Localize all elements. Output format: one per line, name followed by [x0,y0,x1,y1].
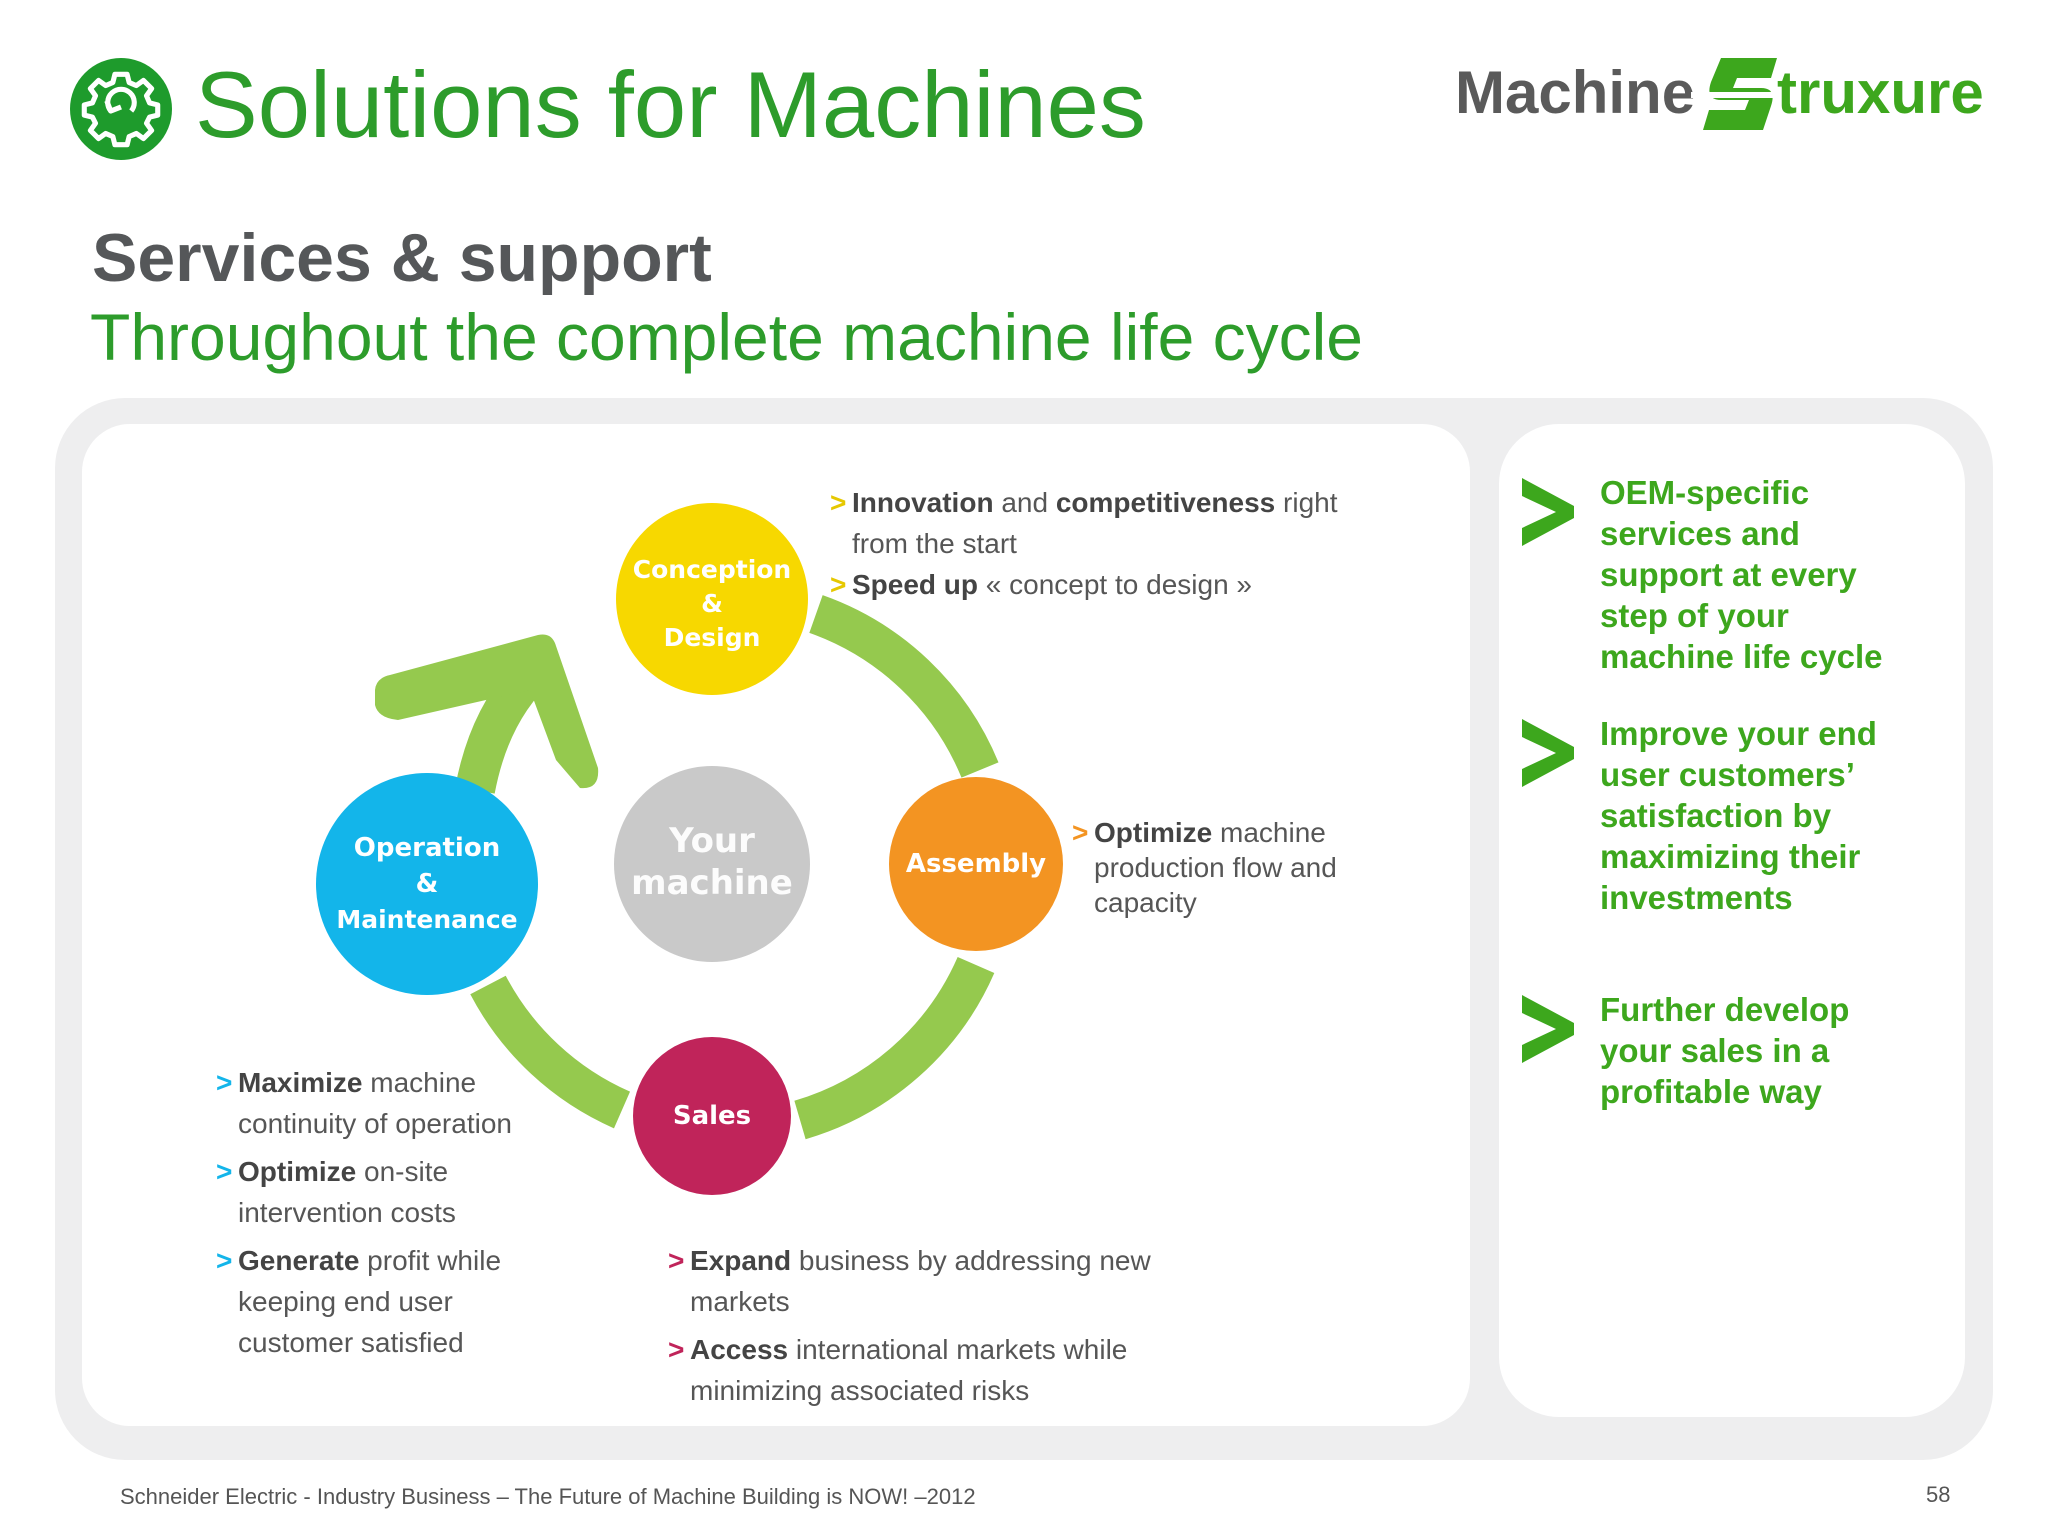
section-title: Services & support [92,220,712,296]
logo-text-truxure: truxure [1777,59,1984,126]
center-label-2: machine [631,863,793,903]
operation-label-1: Operation [354,833,500,863]
benefit-item: Improve your end user customers’ satisfa… [1516,713,1956,923]
page-number: 58 [1926,1482,1951,1507]
operation-bullets: >Maximize machine continuity of operatio… [216,1062,512,1363]
page-title: Solutions for Machines [195,52,1146,157]
logo-s-mark [1691,58,1787,130]
operation-label-3: Maintenance [336,905,517,934]
center-circle [614,766,810,962]
conception-bullets: >Innovation and competitiveness right fr… [830,482,1338,605]
operation-circle [316,773,538,995]
arc-conception-assembly [809,595,999,778]
chevron-right-icon [1522,719,1574,787]
list-item: >Optimize on-site [216,1156,449,1187]
assembly-bullets: >Optimize machine production flow and ca… [1072,817,1337,918]
conception-label-3: Design [664,623,761,652]
conception-label-1: Conception [633,555,791,584]
list-item: >Access international markets while [668,1334,1128,1365]
logo-text-machine: Machine [1455,59,1696,126]
center-label-1: Your [668,821,755,861]
sales-label: Sales [673,1101,751,1131]
chevron-right-icon [1522,995,1574,1063]
list-item: >Speed up « concept to design » [830,569,1252,600]
assembly-label: Assembly [906,849,1046,879]
conception-circle [616,503,808,695]
arc-assembly-sales [794,956,995,1140]
arc-sales-operation [470,975,631,1129]
benefits-panel [1499,424,1965,1417]
gear-icon [70,58,172,160]
list-item: >Maximize machine [216,1067,477,1098]
conception-label-2: & [701,589,723,618]
list-item: >Expand business by addressing new [668,1245,1151,1276]
sales-circle [633,1037,791,1195]
assembly-circle [889,777,1063,951]
benefit-item: OEM-specific services and support at eve… [1516,472,1956,682]
machinestruxure-logo: Machine truxure [1455,48,2015,138]
section-subtitle: Throughout the complete machine life cyc… [90,300,1364,374]
footer-text: Schneider Electric - Industry Business –… [120,1484,976,1509]
list-item: >Optimize machine [1072,817,1326,848]
list-item: >Generate profit while [216,1245,502,1276]
benefit-item: Further develop your sales in a profitab… [1516,989,1956,1119]
cycle-arrow-head [375,634,599,789]
operation-label-2: & [416,869,439,899]
list-item: >Innovation and competitiveness right [830,487,1338,518]
sales-bullets: >Expand business by addressing new marke… [668,1240,1151,1411]
chevron-right-icon [1522,478,1574,546]
